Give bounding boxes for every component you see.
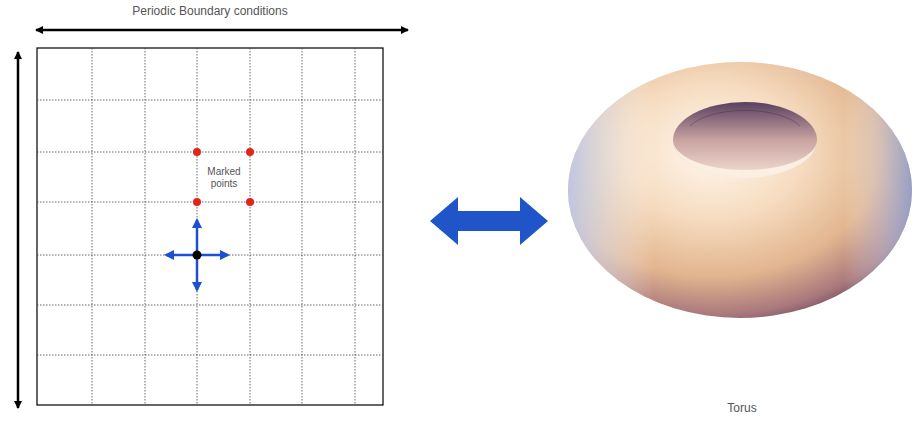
boundary-label: Periodic Boundary conditions [80,5,340,19]
boundary-arrow [36,29,408,32]
lattice-border [37,48,383,405]
move-arrows [166,220,228,290]
torus [568,62,912,318]
equivalence-arrow [430,197,548,245]
marked-point [193,148,254,206]
torus-label: Torus [682,402,802,416]
lattice-grid [37,48,383,405]
marked-points-label: Marked points [201,166,247,189]
walker-dot [193,251,202,260]
boundary-arrow [17,52,20,408]
